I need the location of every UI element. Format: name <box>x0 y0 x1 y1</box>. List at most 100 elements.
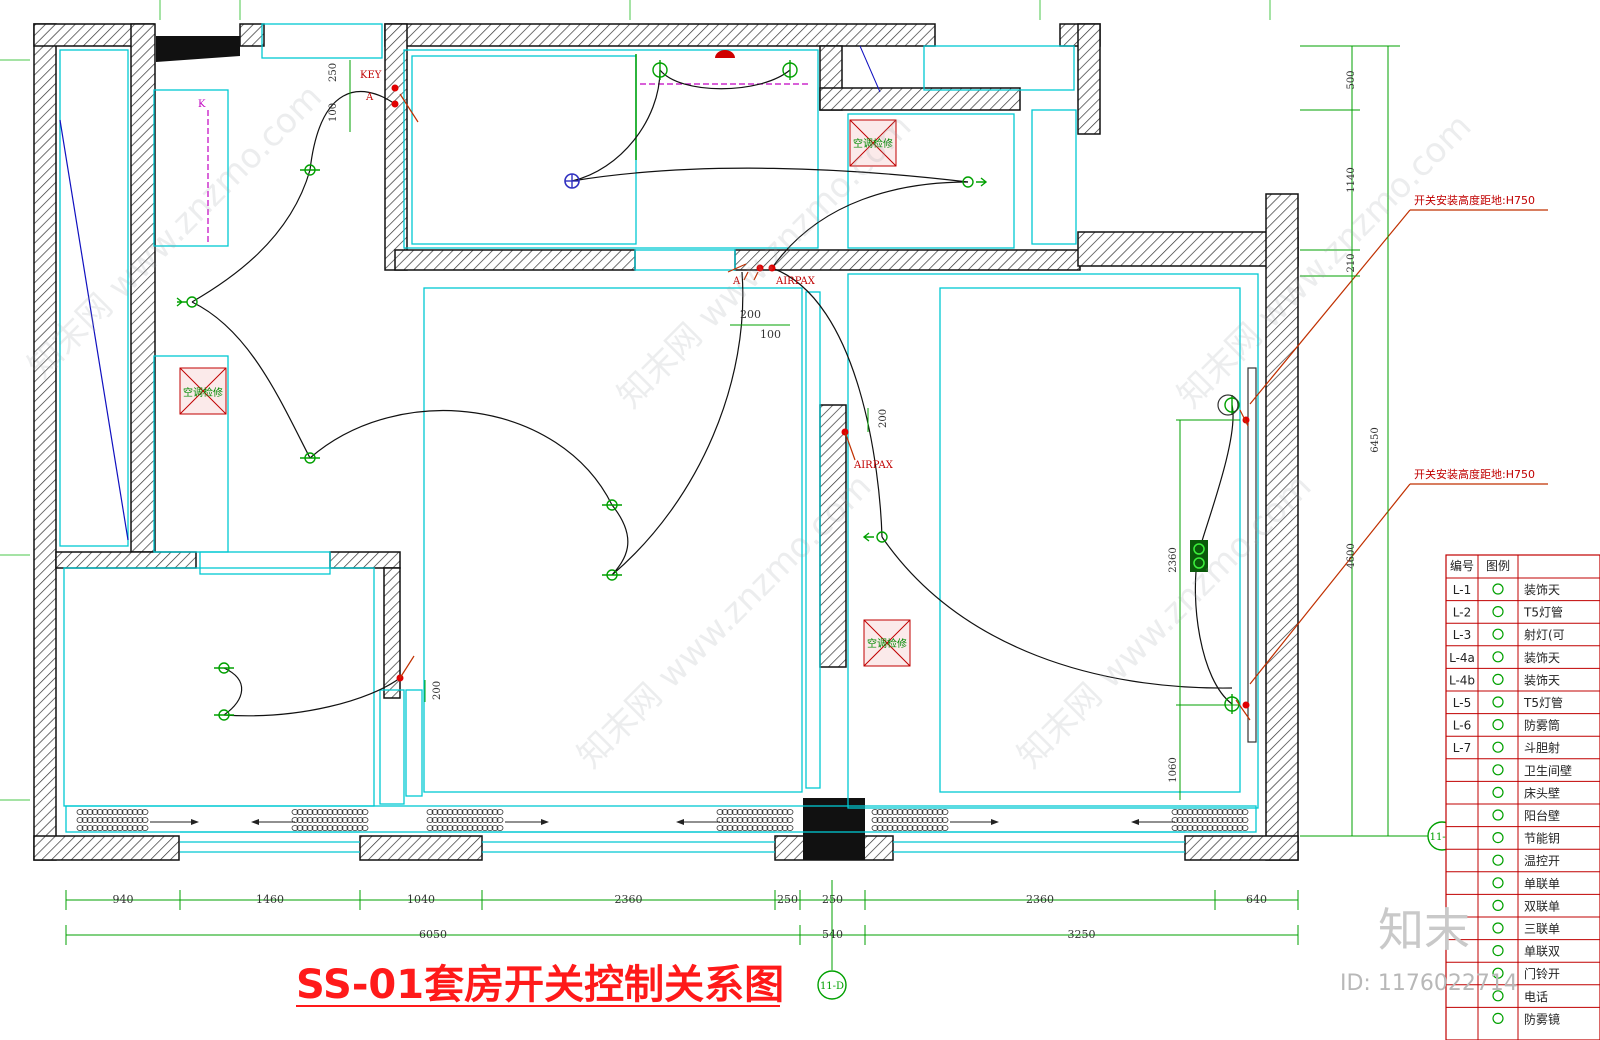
radiator-coil <box>491 809 499 815</box>
radiator-coil <box>941 809 949 815</box>
ceiling-light-icon <box>652 60 668 80</box>
radiator-coil <box>121 809 129 815</box>
dim-200-b: 200 <box>878 409 889 428</box>
radiator-coil <box>1181 809 1189 815</box>
radiator-coil <box>351 809 359 815</box>
radiator-coil <box>91 825 99 831</box>
radiator-coil <box>1216 809 1224 815</box>
radiator-coil <box>306 809 314 815</box>
radiator-coil <box>126 809 134 815</box>
radiator-coil <box>431 817 439 823</box>
radiator-coil <box>316 817 324 823</box>
radiator-coil <box>761 825 769 831</box>
radiator-coil <box>76 809 84 815</box>
legend-symbol-icon <box>1492 990 1504 1002</box>
radiator-coil <box>786 817 794 823</box>
radiator-coil <box>876 809 884 815</box>
radiator-coil <box>291 809 299 815</box>
radiator-coil <box>471 825 479 831</box>
ceiling-light-icon <box>300 452 320 464</box>
radiator-coil <box>1181 825 1189 831</box>
radiator-coil <box>311 809 319 815</box>
radiator-coil <box>1201 817 1209 823</box>
right-dim-label: 2360 <box>1168 547 1179 572</box>
radiator-coil <box>1236 817 1244 823</box>
radiator-coil <box>896 809 904 815</box>
radiator-coil <box>911 809 919 815</box>
radiator-coil <box>456 825 464 831</box>
radiator-coil <box>1191 817 1199 823</box>
legend-desc: 三联单 <box>1524 922 1560 936</box>
legend-desc: 温控开 <box>1524 854 1560 868</box>
radiator-coil <box>491 817 499 823</box>
radiator-coil <box>1216 825 1224 831</box>
radiator-coil <box>1216 817 1224 823</box>
radiator-coil <box>446 817 454 823</box>
radiator-coil <box>126 817 134 823</box>
radiator-coil <box>731 809 739 815</box>
radiator-coil <box>756 809 764 815</box>
radiator-coil <box>86 825 94 831</box>
radiator-coil <box>1241 817 1249 823</box>
radiator-coil <box>141 817 149 823</box>
radiator-coil <box>1191 825 1199 831</box>
radiator-coil <box>341 809 349 815</box>
legend-header-symbol: 图例 <box>1486 559 1510 573</box>
legend-symbol-icon <box>1492 854 1504 866</box>
radiator-coil <box>466 825 474 831</box>
radiator-coil <box>76 825 84 831</box>
legend-symbol-icon <box>1492 877 1504 889</box>
radiator-coil <box>1236 809 1244 815</box>
radiator-coil <box>301 817 309 823</box>
radiator-coil <box>481 825 489 831</box>
radiator-coil <box>326 809 334 815</box>
radiator-coil <box>1171 809 1179 815</box>
switch-height-note-1: 开关安装高度距地:H750 <box>1414 193 1535 207</box>
right-dim-label: 6450 <box>1370 427 1381 452</box>
bottom-dimension-chain <box>65 890 1299 945</box>
radiator-coil <box>716 809 724 815</box>
legend-desc: 单联双 <box>1524 945 1560 959</box>
radiator-coil <box>941 825 949 831</box>
radiator-coil <box>131 809 139 815</box>
radiator-coil <box>736 809 744 815</box>
radiator-coil <box>361 809 369 815</box>
legend-desc: 卫生间壁 <box>1524 763 1572 778</box>
legend-code: L-5 <box>1453 696 1471 710</box>
legend-code: L-7 <box>1453 741 1471 755</box>
legend-header-code: 编号 <box>1450 558 1474 573</box>
radiator-coil <box>726 817 734 823</box>
radiator-coil <box>1191 809 1199 815</box>
radiator-coil <box>906 817 914 823</box>
legend-symbol-icon <box>1492 583 1504 595</box>
radiator-coil <box>426 817 434 823</box>
radiator-coil <box>81 825 89 831</box>
radiator-coil <box>766 817 774 823</box>
radiator-coil <box>721 817 729 823</box>
radiator-coil <box>451 817 459 823</box>
airpax-label-1: AIRPAX <box>775 276 816 287</box>
radiator-coil <box>906 809 914 815</box>
radiator-coil <box>91 817 99 823</box>
dim-200-a: 200 <box>740 308 761 321</box>
radiator-coil <box>446 809 454 815</box>
radiator-coil <box>1221 809 1229 815</box>
radiator-coil <box>96 825 104 831</box>
radiator-coil <box>426 825 434 831</box>
ceiling-light-icon <box>214 709 234 721</box>
radiator-coil <box>786 825 794 831</box>
radiator-coil <box>436 825 444 831</box>
right-dim-label: 210 <box>1346 253 1357 272</box>
radiator-coil <box>926 825 934 831</box>
ceiling-light-icon <box>602 499 622 511</box>
radiator-coil <box>776 817 784 823</box>
radiator-coil <box>491 825 499 831</box>
legend-desc: 门铃开 <box>1524 966 1560 981</box>
radiator-coil <box>771 809 779 815</box>
radiator-coil <box>746 825 754 831</box>
legend-desc: 防雾筒 <box>1524 718 1560 733</box>
radiator-coil <box>126 825 134 831</box>
bottom-dim-total: 6050 <box>419 928 447 941</box>
radiator-coil <box>886 817 894 823</box>
wardrobe-diagonal <box>59 119 129 541</box>
